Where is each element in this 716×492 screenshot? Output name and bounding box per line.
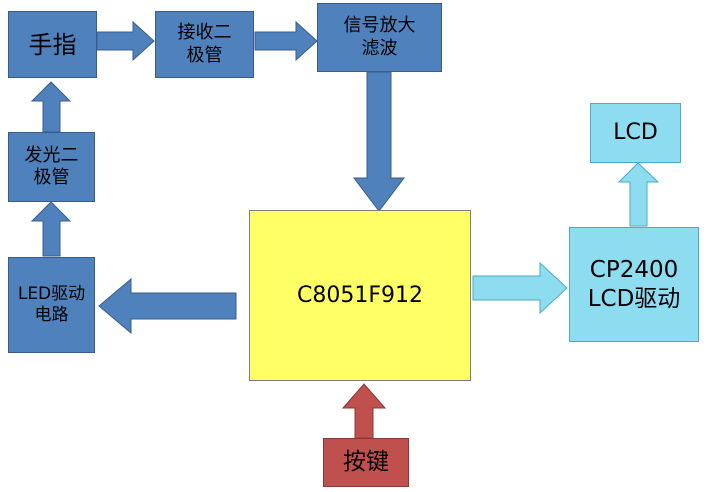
receiver-diode-block: 接收二 极管 — [155, 11, 254, 78]
lcd-driver-label: CP2400 LCD驱动 — [587, 256, 681, 312]
arrow-amp-to-mcu — [352, 71, 406, 212]
keys-label: 按键 — [343, 449, 389, 476]
lcd-driver-block: CP2400 LCD驱动 — [569, 227, 699, 342]
arrow-lcd-driver-to-lcd — [617, 162, 660, 227]
arrow-led-driver-to-emitter — [30, 201, 72, 257]
emitter-diode-label: 发光二 极管 — [24, 144, 79, 189]
lcd-label: LCD — [613, 120, 658, 146]
finger-label: 手指 — [28, 30, 77, 59]
led-driver-block: LED驱动 电路 — [8, 257, 95, 353]
arrow-receiver-to-amp — [254, 20, 318, 62]
mcu-label: C8051F912 — [297, 282, 423, 308]
receiver-diode-label: 接收二 极管 — [177, 22, 232, 66]
arrow-mcu-to-led-driver — [98, 277, 237, 335]
emitter-diode-block: 发光二 极管 — [8, 132, 95, 202]
keys-block: 按键 — [323, 438, 409, 487]
arrow-keys-to-mcu — [341, 383, 387, 439]
signal-amp-filter-label: 信号放大 滤波 — [343, 15, 416, 59]
signal-amp-filter-block: 信号放大 滤波 — [317, 3, 442, 72]
arrow-mcu-to-lcd-driver — [472, 261, 568, 315]
arrow-emitter-to-finger — [30, 81, 72, 133]
mcu-block: C8051F912 — [249, 210, 471, 381]
lcd-block: LCD — [590, 103, 681, 163]
led-driver-label: LED驱动 电路 — [17, 283, 86, 325]
arrow-finger-to-receiver — [96, 20, 155, 62]
finger-block: 手指 — [8, 11, 97, 78]
